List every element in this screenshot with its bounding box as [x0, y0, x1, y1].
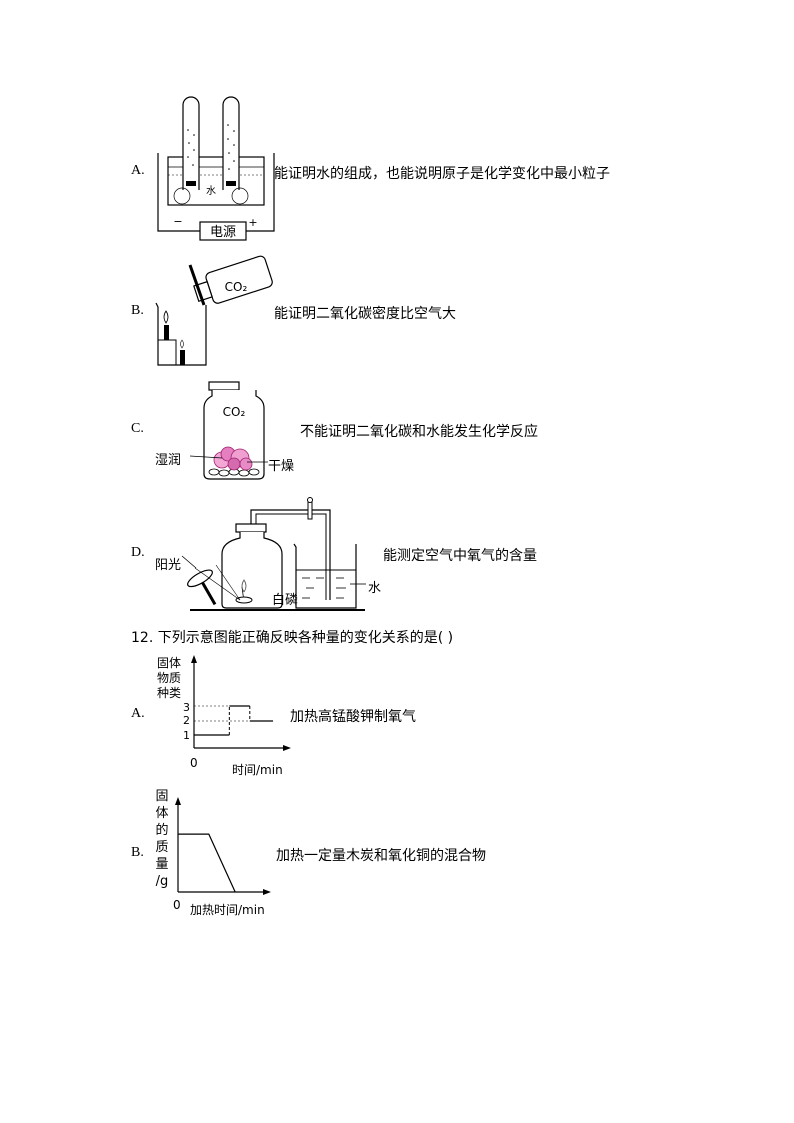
q12-b-origin: 0 — [173, 898, 181, 912]
x-axis-arrow — [263, 889, 271, 895]
co2-label-b: CO₂ — [225, 280, 248, 294]
q12-option-a-letter: A. — [131, 706, 145, 721]
positive-terminal: + — [248, 216, 257, 229]
phosphorus-oxygen-apparatus-figure — [181, 497, 366, 611]
q12-option-a-text: 加热高锰酸钾制氧气 — [290, 709, 416, 725]
y-tick-2: 2 — [183, 714, 190, 727]
q12-option-b-text: 加热一定量木炭和氧化铜的混合物 — [276, 848, 486, 864]
q12-option-b-letter: B. — [131, 845, 144, 860]
y-tick-3: 3 — [183, 701, 190, 714]
option-d-letter: D. — [131, 545, 145, 560]
option-b-letter: B. — [131, 303, 144, 318]
option-a-letter: A. — [131, 163, 145, 178]
white-phosphorus-label: 白磷 — [272, 593, 299, 608]
option-c-text: 不能证明二氧化碳和水能发生化学反应 — [300, 424, 538, 440]
y-tick-1: 1 — [183, 729, 190, 742]
question-12-stem: 12. 下列示意图能正确反映各种量的变化关系的是( ) — [131, 630, 454, 646]
co2-flower-bottle-figure: CO₂ — [189, 381, 268, 480]
series-line — [178, 833, 236, 893]
option-c-letter: C. — [131, 421, 144, 436]
negative-terminal: − — [173, 215, 182, 228]
q12-b-xlabel: 加热时间/min — [190, 903, 265, 917]
co2-label-c: CO₂ — [223, 405, 246, 419]
wet-label: 湿润 — [155, 453, 182, 468]
water-label-d: 水 — [368, 581, 382, 596]
sunlight-label: 阳光 — [155, 558, 182, 573]
y-axis-arrow — [175, 797, 181, 805]
power-supply-label: 电源 — [210, 225, 236, 240]
q12-b-ylabel: 固 体 的 质 量 /g — [155, 789, 169, 889]
q12-a-origin: 0 — [190, 756, 198, 770]
co2-pouring-figure: CO₂ — [155, 255, 273, 366]
q12-chart-b — [175, 797, 271, 895]
q12-a-xlabel: 时间/min — [232, 763, 283, 777]
q12-chart-a: 3 2 1 — [183, 655, 291, 751]
option-b-text: 能证明二氧化碳密度比空气大 — [274, 306, 456, 322]
water-label: 水 — [206, 185, 216, 197]
electrolysis-apparatus-figure: 电源 水 − + — [157, 96, 275, 241]
dry-label: 干燥 — [268, 459, 295, 474]
x-axis-arrow — [283, 745, 291, 751]
q12-a-ylabel: 固体 物质 种类 — [157, 656, 182, 700]
option-d-text: 能测定空气中氧气的含量 — [383, 548, 537, 564]
option-a-text: 能证明水的组成，也能说明原子是化学变化中最小粒子 — [274, 166, 610, 182]
y-axis-arrow — [191, 655, 197, 663]
